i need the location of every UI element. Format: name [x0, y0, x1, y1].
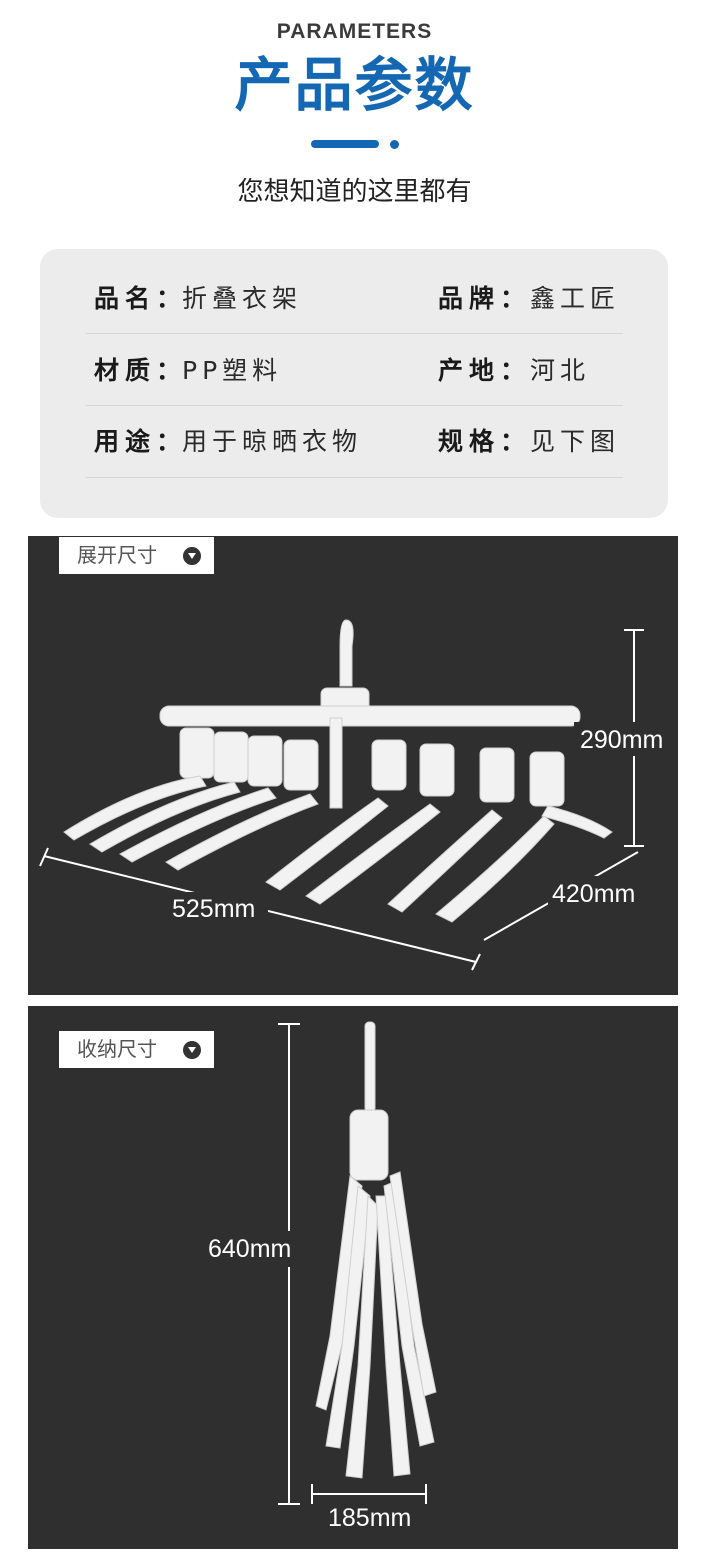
spec-label: 材质：	[94, 356, 188, 385]
hanger-arm	[265, 797, 389, 891]
hanger-arm	[315, 1175, 363, 1411]
page-title: 产品参数	[234, 51, 475, 119]
hanger-arm	[389, 1171, 437, 1397]
hanger-clip	[419, 743, 455, 797]
height-label-bg	[574, 722, 678, 756]
hanger-clip	[247, 735, 283, 787]
height-label-bg	[204, 1231, 308, 1267]
hanger-arm	[325, 1185, 371, 1449]
hanger-clip	[179, 727, 215, 779]
spec-row: 用途： 用于晾晒衣物 规格： 见下图	[86, 406, 623, 478]
spec-value: 用于晾晒衣物	[182, 427, 363, 456]
row-divider	[86, 405, 623, 406]
hanger-clip	[213, 731, 249, 783]
expanded-size-photo: 290mm 525mm 420mm 展开尺寸	[28, 536, 678, 995]
spec-label: 产地：	[438, 356, 532, 385]
depth-label: 420mm	[552, 880, 635, 908]
eyebrow-text: PARAMETERS	[276, 20, 433, 43]
spec-value: 见下图	[530, 427, 621, 456]
hanger-hook	[364, 1021, 376, 1113]
spec-row: 材质： PP塑料 产地： 河北	[86, 335, 623, 407]
spec-value: 鑫工匠	[530, 284, 621, 313]
hanger-arm	[305, 803, 441, 905]
width-label: 185mm	[328, 1504, 411, 1532]
width-dimension-cap	[471, 953, 481, 971]
height-label: 290mm	[580, 726, 663, 754]
hanger-clip	[371, 739, 407, 791]
chevron-down-icon	[183, 1041, 201, 1059]
hanger-center-block	[349, 1109, 389, 1181]
width-dimension-cap	[39, 847, 49, 867]
spec-value: PP塑料	[182, 356, 283, 385]
folded-size-photo: 640mm 185mm 收纳尺寸	[28, 1006, 678, 1549]
hanger-arm	[541, 805, 613, 839]
hanger-clip	[283, 739, 319, 791]
spec-label: 品牌：	[438, 284, 532, 313]
spec-label: 规格：	[438, 427, 532, 456]
title-underline-dot	[390, 139, 399, 149]
hanger-arm	[63, 775, 207, 841]
hanger-clip	[479, 747, 515, 803]
spec-label: 用途：	[94, 427, 188, 456]
expanded-size-tag: 展开尺寸	[59, 537, 214, 574]
height-label: 640mm	[208, 1235, 291, 1263]
hanger-arm	[119, 787, 277, 863]
folded-size-tag: 收纳尺寸	[59, 1031, 214, 1068]
hanger-arm	[89, 781, 241, 853]
tag-label: 收纳尺寸	[77, 1037, 157, 1061]
spec-value: 折叠衣架	[182, 284, 303, 313]
tag-label: 展开尺寸	[77, 543, 157, 567]
row-divider	[86, 333, 623, 334]
hanger-bar	[159, 705, 581, 727]
hanger-arm	[165, 793, 319, 871]
spec-value: 河北	[530, 356, 591, 385]
folded-hanger-illustration: 640mm 185mm	[204, 1021, 437, 1532]
spec-panel: 品名： 折叠衣架 品牌： 鑫工匠 材质： PP塑料 产地： 河北 用途： 用于晾…	[40, 249, 668, 518]
hanger-arm	[435, 815, 555, 923]
spec-row: 品名： 折叠衣架 品牌： 鑫工匠	[86, 263, 623, 335]
hanger-clip	[529, 751, 565, 807]
page-subtitle: 您想知道的这里都有	[237, 177, 472, 207]
hanger-arm	[387, 809, 503, 913]
hanger-hook	[339, 619, 354, 687]
width-label: 525mm	[172, 895, 255, 923]
spec-label: 品名：	[94, 284, 188, 313]
title-underline	[311, 140, 379, 148]
expanded-hanger-illustration: 290mm 525mm 420mm	[39, 619, 678, 971]
depth-label-bg	[548, 876, 648, 910]
row-divider	[86, 477, 623, 478]
width-label-bg	[168, 892, 268, 926]
chevron-down-icon	[183, 547, 201, 565]
hanger-pole	[329, 717, 343, 809]
